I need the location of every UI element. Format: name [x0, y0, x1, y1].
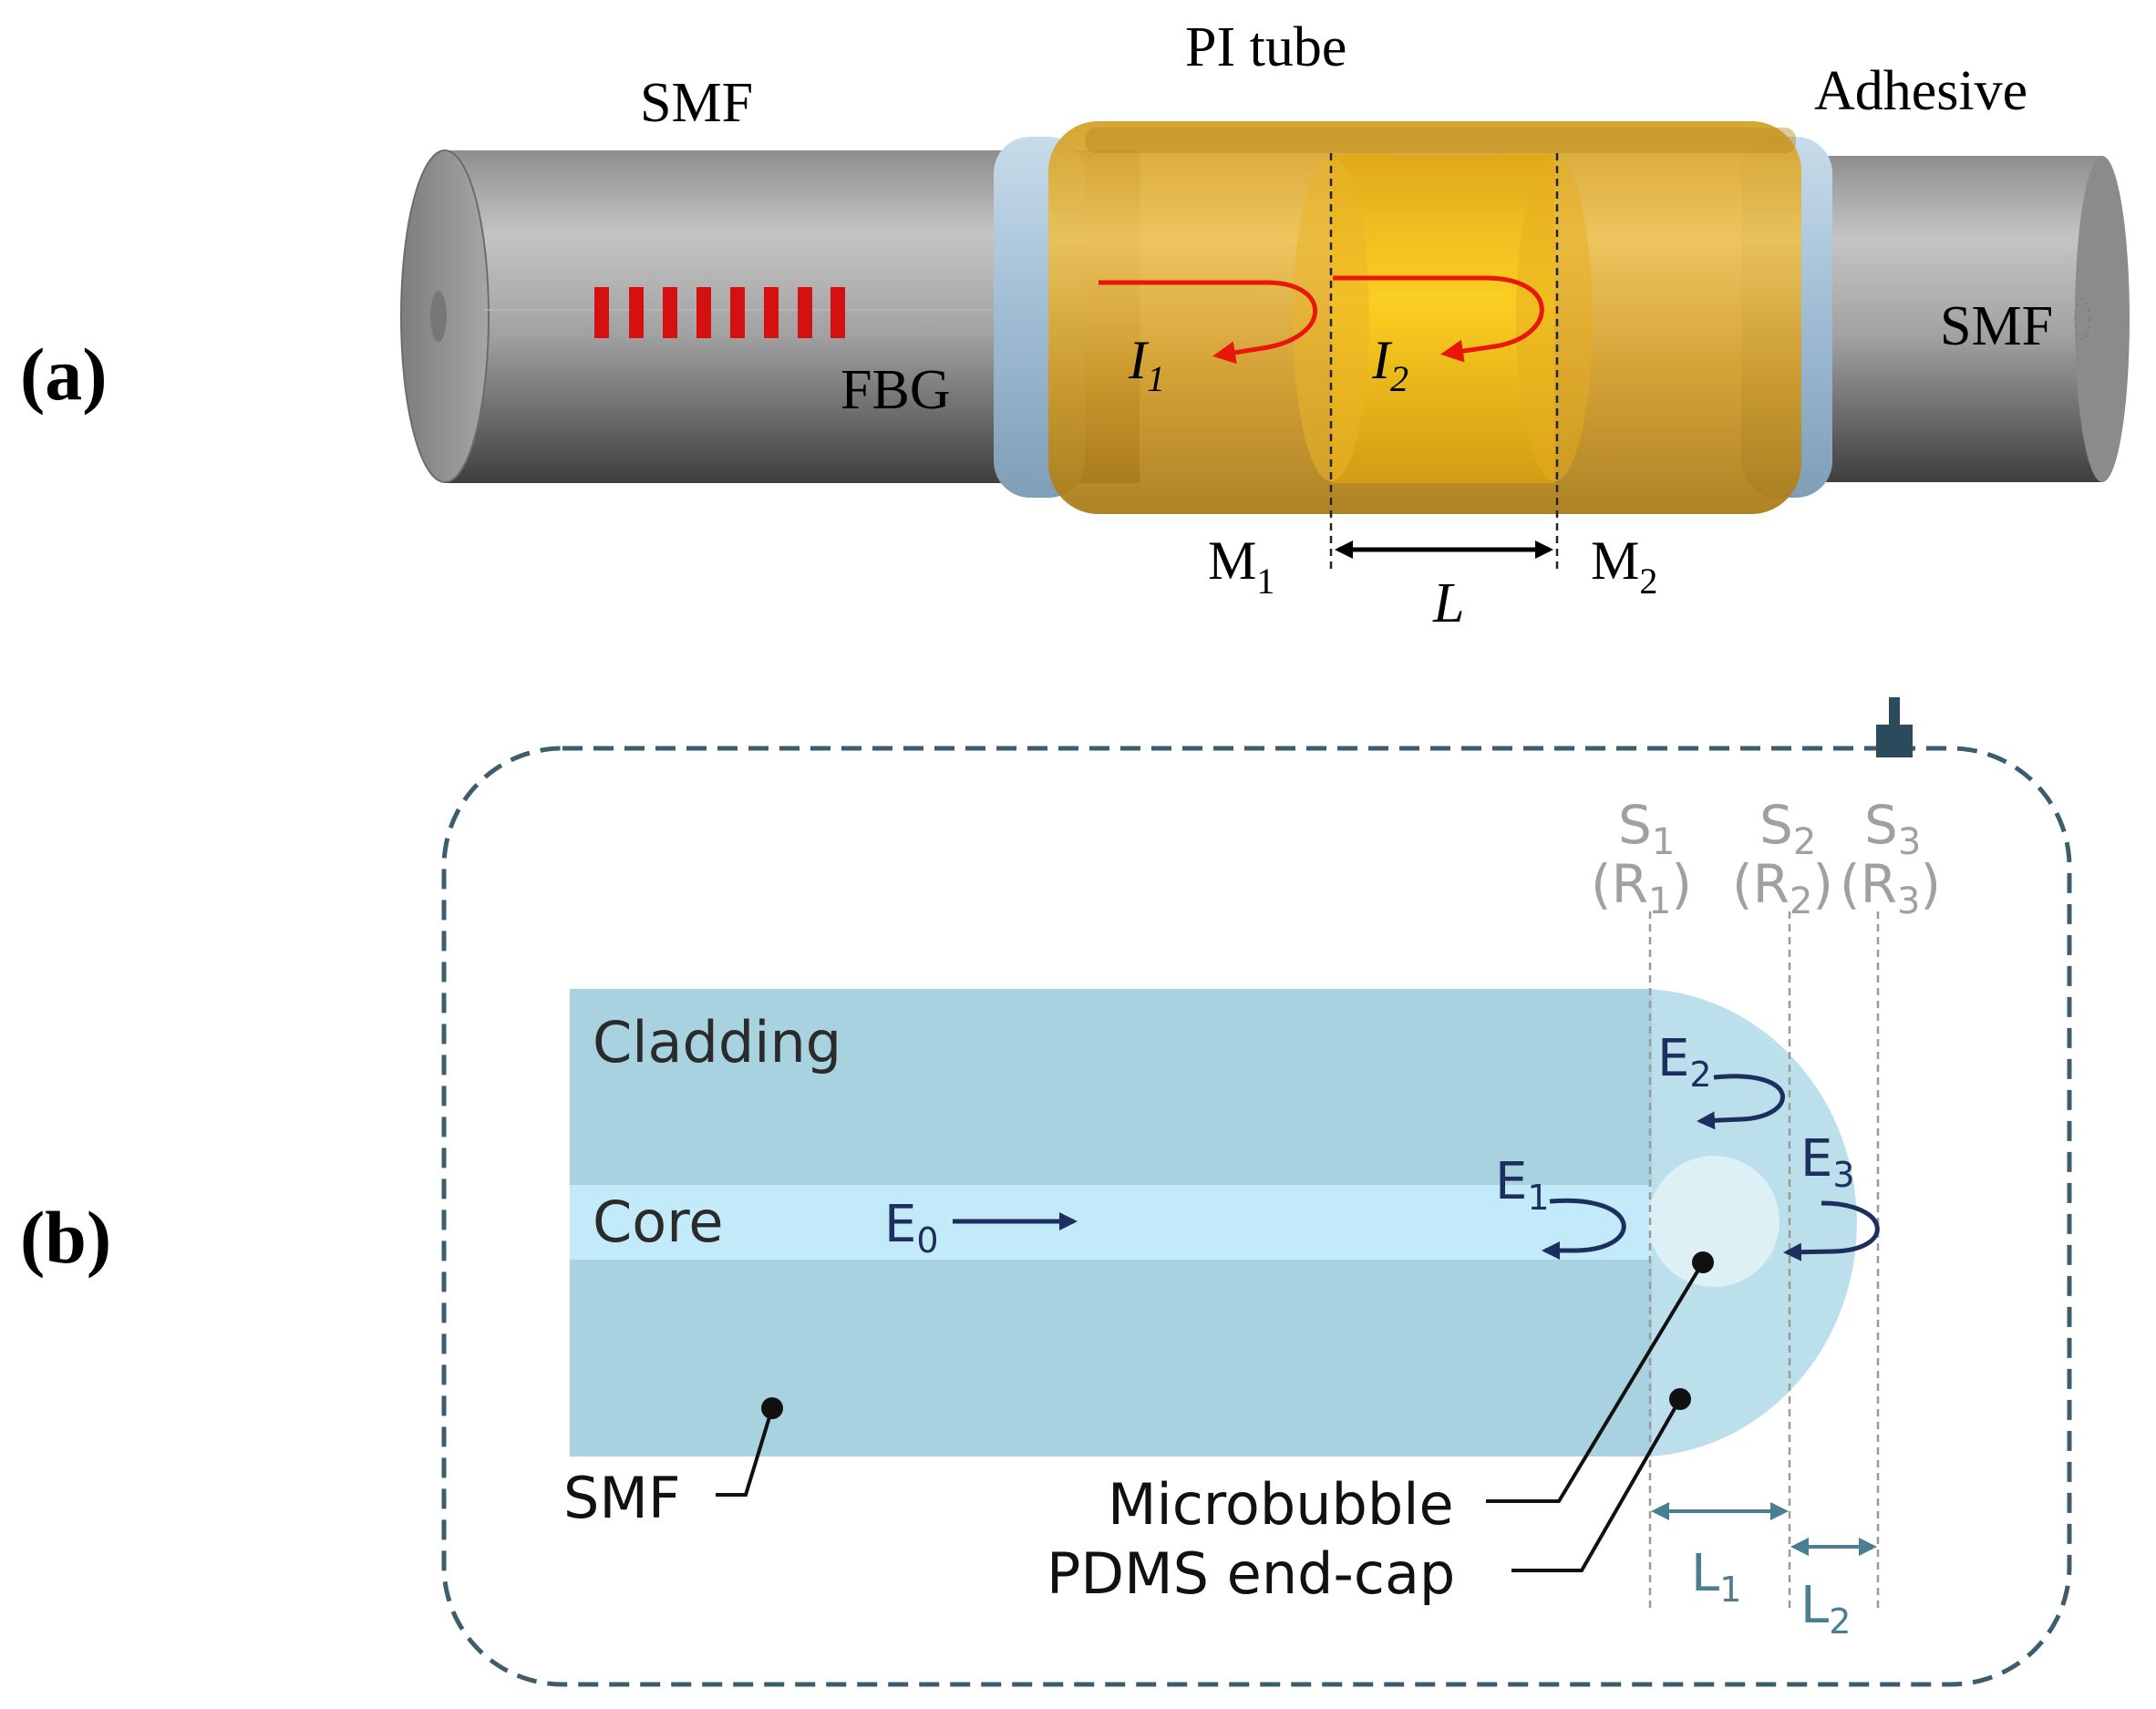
length-l-label: L [1432, 572, 1464, 634]
r3-label: (R3) [1840, 853, 1941, 922]
panel-b: (b) S1 (R1) S2 (R2) S3 [20, 697, 2072, 1687]
microbubble-leader-line [1486, 1261, 1705, 1503]
i1-label: I1 [1128, 330, 1165, 399]
reflection-i1-arrow [1099, 280, 1317, 365]
endcap-label: PDMS end-cap [1047, 1540, 1455, 1607]
e2-arrow [1697, 1074, 1785, 1130]
l2-label: L2 [1800, 1576, 1851, 1642]
smf-label: SMF [563, 1465, 681, 1531]
frame-tab-stem [1889, 697, 1900, 726]
e1-arrow [1542, 1198, 1626, 1260]
fbg-grating [594, 287, 845, 338]
panel-b-label: (b) [20, 1196, 111, 1279]
cladding-label: Cladding [593, 1009, 841, 1076]
e0-label: E0 [884, 1195, 939, 1261]
pi-tube-label: PI tube [1185, 16, 1346, 78]
s1-label: S1 [1618, 794, 1675, 863]
core-label: Core [593, 1189, 724, 1255]
reflection-i2-arrow [1333, 275, 1544, 363]
r1-label: (R1) [1591, 853, 1692, 922]
microbubble-label: Microbubble [1108, 1471, 1454, 1538]
l1-label: L1 [1691, 1544, 1741, 1610]
e2-label: E2 [1657, 1029, 1712, 1095]
pi-tube [1048, 121, 1801, 514]
panel-a: (a) PI tube SMF Adhesive SMF FBG I1 I2 M… [20, 16, 2130, 634]
fbg-label: FBG [841, 359, 951, 421]
e3-label: E3 [1800, 1129, 1855, 1195]
frame-tab [1876, 725, 1913, 757]
r2-label: (R2) [1732, 853, 1833, 922]
m2-label: M2 [1591, 530, 1657, 602]
m1-label: M1 [1208, 530, 1274, 602]
s2-label: S2 [1759, 794, 1816, 863]
core-region [570, 1185, 1652, 1260]
s3-label: S3 [1864, 794, 1921, 863]
smf-leader-line [716, 1407, 774, 1497]
e3-arrow [1783, 1200, 1880, 1261]
panel-a-label: (a) [20, 333, 108, 416]
dashed-frame [441, 746, 2072, 1687]
e1-label: E1 [1495, 1152, 1550, 1218]
smf-left-label: SMF [640, 72, 753, 134]
microbubble-shape [1648, 1156, 1779, 1287]
endcap-leader-line [1511, 1398, 1682, 1572]
smf-right-label: SMF [1940, 295, 2053, 357]
adhesive-label: Adhesive [1814, 60, 2027, 122]
i2-label: I2 [1371, 330, 1408, 399]
